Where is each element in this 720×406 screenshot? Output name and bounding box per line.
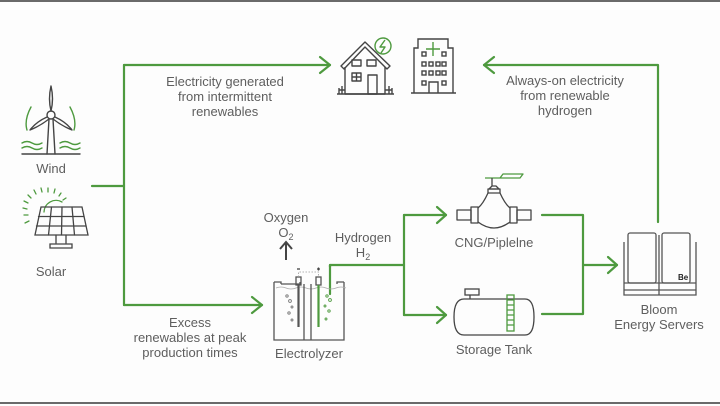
arrow-head-icon: [606, 255, 619, 275]
oxygen-out-arrow-icon: [279, 240, 293, 260]
electrolyzer-icon: [273, 240, 347, 341]
excess-flow-label: Excess renewables at peak production tim…: [130, 315, 250, 360]
hydrogen-formula: H2: [328, 245, 398, 265]
wind-turbine-icon: [21, 85, 81, 155]
label-line: from intermittent: [178, 89, 272, 104]
arrow-head-icon: [250, 295, 264, 315]
label-line: renewables: [191, 104, 259, 119]
label-line: Excess: [169, 315, 211, 330]
arrow-head-icon: [482, 55, 496, 75]
arrow-head-icon: [318, 55, 332, 75]
label-line: Electricity generated: [166, 74, 284, 89]
oxygen-bubbles: [285, 294, 294, 322]
panel-icon: [34, 206, 89, 249]
label-line: Energy Servers: [614, 317, 704, 332]
formula-symbol: H: [355, 245, 366, 260]
formula-subscript: 2: [288, 232, 294, 242]
hydrogen-flow-line: [328, 263, 406, 269]
bloom-server-icon: [623, 232, 697, 296]
hydrogen-label: Hydrogen H2: [328, 230, 398, 265]
formula-symbol: O: [278, 225, 289, 240]
oxygen-label: Oxygen O2: [256, 210, 316, 245]
always-on-flow-label: Always-on electricity from renewable hyd…: [490, 73, 640, 118]
hydrogen-name: Hydrogen: [334, 230, 392, 245]
label-line: from renewable: [520, 88, 610, 103]
storage-tank-icon: [453, 288, 535, 336]
solar-label: Solar: [35, 264, 67, 279]
label-line: renewables at peak: [133, 330, 247, 345]
connectors: [90, 55, 660, 325]
hydrogen-bubbles: [323, 294, 332, 321]
label-line: production times: [142, 345, 238, 360]
servers-label: Bloom Energy Servers: [600, 302, 718, 332]
wind-label: Wind: [36, 161, 66, 176]
electrolyzer-label: Electrolyzer: [275, 346, 343, 361]
label-line: hydrogen: [537, 103, 593, 118]
pipeline-valve-icon: [456, 173, 532, 229]
pipeline-label: CNG/Piplelne: [454, 235, 534, 250]
house-with-bolt-icon: [337, 37, 394, 95]
storage-tank-label: Storage Tank: [455, 342, 533, 357]
hospital-building-icon: [411, 38, 456, 94]
bloom-logo: Be: [678, 273, 689, 282]
oxygen-formula: O2: [256, 225, 316, 245]
oxygen-name: Oxygen: [263, 210, 309, 225]
label-line: Always-on electricity: [506, 73, 624, 88]
always-on-flow-line: [482, 63, 660, 224]
arrow-head-icon: [435, 205, 448, 225]
intermittent-flow-label: Electricity generated from intermittent …: [150, 74, 300, 119]
sun-icon: [22, 187, 67, 224]
formula-subscript: 2: [365, 252, 371, 262]
arrow-head-icon: [435, 305, 448, 325]
solar-panel-icon: [22, 187, 89, 249]
servers-merge-line: [540, 213, 585, 316]
label-line: Bloom: [640, 302, 678, 317]
